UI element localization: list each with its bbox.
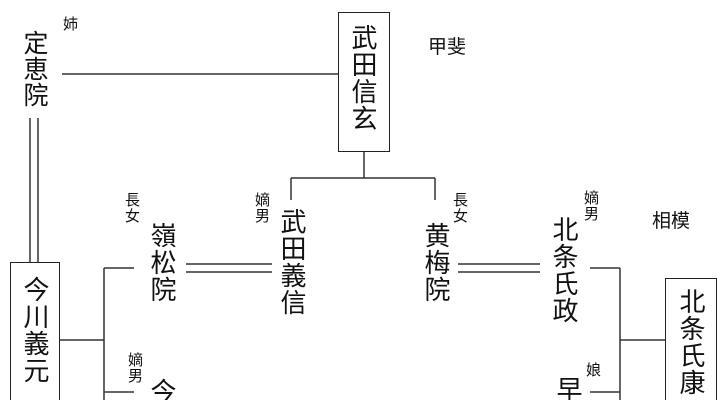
person-jokein: 定恵院: [20, 30, 49, 108]
person-reishoin: 嶺松院: [146, 222, 176, 303]
region-label-sagami: 相模: [652, 210, 691, 232]
region-label-kai: 甲斐: [428, 36, 467, 58]
person-yoshimoto: 今川義元: [19, 276, 49, 384]
relation-label-jokein: 姉: [61, 16, 79, 32]
shingen-box: [338, 12, 390, 152]
relation-label-hojo-daughter: 娘: [584, 362, 602, 378]
relation-label-obaiin: 長女: [451, 192, 469, 224]
person-imagawa-son: 今: [146, 378, 176, 400]
relation-label-ujimasa: 嫡男: [582, 190, 600, 222]
yoshimoto-box: [10, 262, 60, 400]
ujiyasu-box: [665, 278, 717, 400]
person-obaiin: 黄梅院: [420, 222, 450, 303]
person-ujiyasu: 北条氏康: [675, 288, 705, 396]
person-hojo-daughter: 早: [552, 376, 582, 400]
relation-label-yoshinobu: 嫡男: [253, 192, 271, 224]
relation-label-reishoin: 長女: [123, 192, 141, 224]
person-shingen: 武田信玄: [347, 24, 377, 132]
person-ujimasa: 北条氏政: [548, 216, 578, 324]
person-yoshinobu: 武田義信: [276, 208, 306, 316]
relation-label-imagawa-son: 嫡男: [126, 352, 144, 384]
